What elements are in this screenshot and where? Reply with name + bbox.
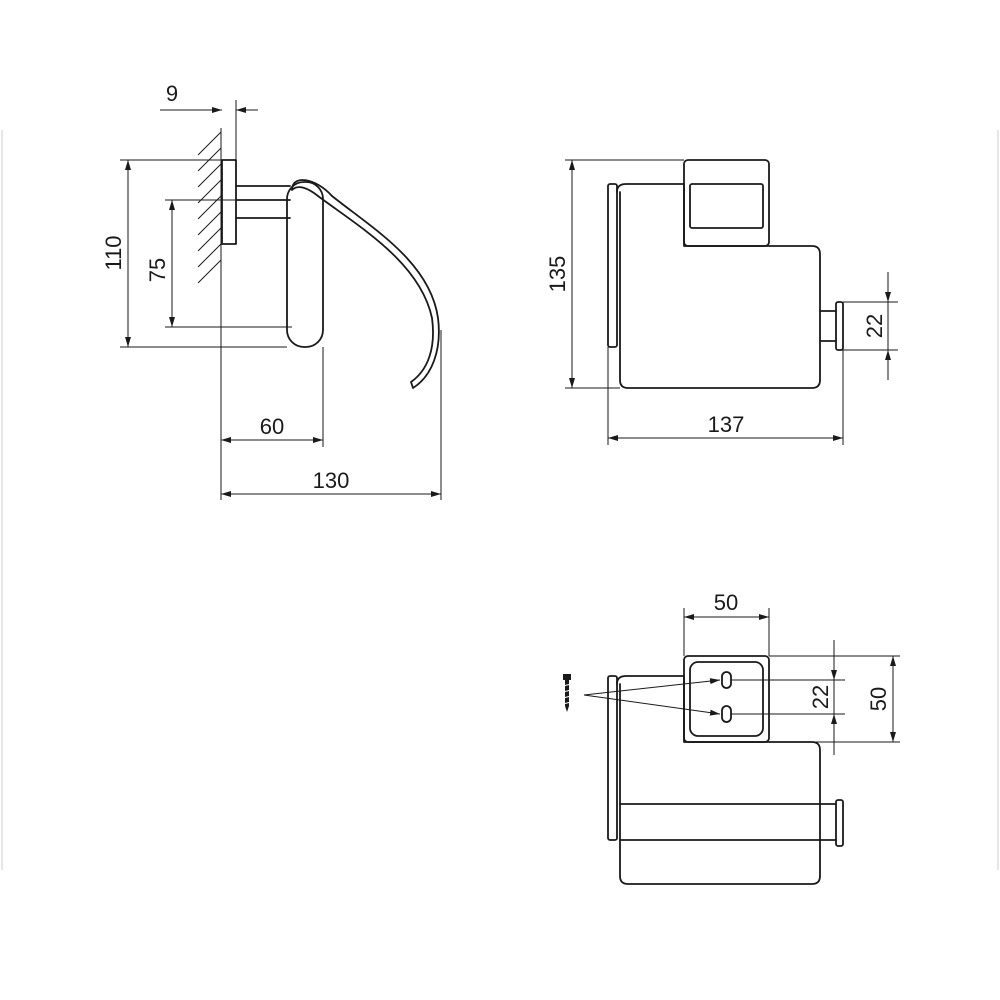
dim-front-height: 135 xyxy=(545,159,684,389)
wall-plate-insert-front xyxy=(689,183,764,229)
dim-label-110: 110 xyxy=(101,235,126,270)
cover-flange-front xyxy=(607,183,618,348)
dim-label-9: 9 xyxy=(166,81,178,106)
wall-plate-side xyxy=(221,159,237,245)
top-view: 50 22 50 xyxy=(562,590,900,885)
dim-plate-width: 50 xyxy=(683,590,770,656)
cover-side xyxy=(291,179,440,389)
dim-total-depth: 130 xyxy=(221,330,442,500)
screw-icon xyxy=(562,674,572,712)
cover-flange-top xyxy=(607,675,618,841)
dim-plate-height: 50 xyxy=(769,655,900,743)
dim-label-75: 75 xyxy=(145,258,170,282)
dim-depth-to-roll: 60 xyxy=(220,280,324,500)
dim-front-width: 137 xyxy=(607,347,844,445)
dim-label-137: 137 xyxy=(708,412,745,437)
mount-slot-lower xyxy=(721,705,732,723)
wall-hatching xyxy=(197,128,222,284)
wall-plate-top xyxy=(683,655,770,743)
cover-body-front xyxy=(616,183,821,389)
mount-slot-upper xyxy=(721,671,732,689)
dim-label-135: 135 xyxy=(545,256,570,293)
side-view: 9 110 75 60 130 xyxy=(101,81,442,500)
axle-cap-top xyxy=(835,799,844,847)
dim-wall-plate-thickness: 9 xyxy=(160,81,258,160)
cover-body-top xyxy=(616,675,821,885)
dim-label-22-axle: 22 xyxy=(862,314,887,338)
roll-side xyxy=(286,181,324,348)
dim-hole-spacing: 22 xyxy=(731,640,845,755)
dim-label-50-width: 50 xyxy=(714,590,738,615)
dim-label-60: 60 xyxy=(260,414,284,439)
dim-label-130: 130 xyxy=(313,468,350,493)
dim-axle-diameter: 22 xyxy=(843,272,898,380)
dim-height-outer: 110 xyxy=(101,159,287,348)
dim-label-22-holes: 22 xyxy=(808,685,833,709)
screw-pointer-lower xyxy=(583,694,721,716)
dim-height-inner: 75 xyxy=(145,199,292,328)
front-view: 135 137 22 xyxy=(545,159,898,445)
axle-cap-front xyxy=(835,301,844,351)
dim-label-50-height: 50 xyxy=(866,687,891,711)
wall-plate-recess-top xyxy=(689,661,764,737)
wall-plate-front xyxy=(683,159,770,247)
screw-pointer-upper xyxy=(583,678,721,696)
